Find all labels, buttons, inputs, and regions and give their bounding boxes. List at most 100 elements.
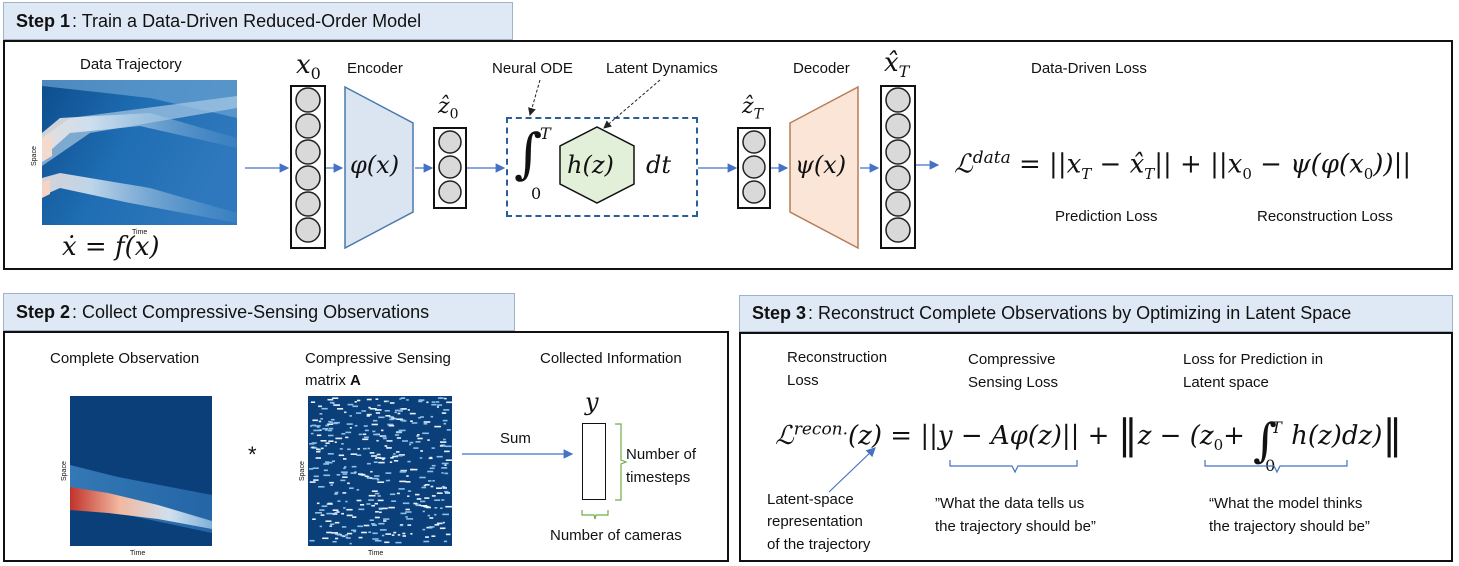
cs-matrix-cell: [343, 507, 346, 509]
cs-matrix-cell: [393, 531, 397, 534]
cs-matrix-cell: [327, 423, 334, 425]
step2-tab-bold: Step 2: [16, 301, 71, 322]
cs-matrix-cell: [329, 421, 333, 423]
cs-matrix-cell: [406, 518, 414, 520]
cs-matrix-cell: [443, 409, 450, 411]
cs-matrix-cell: [398, 429, 406, 432]
cs-matrix-cell: [409, 441, 414, 444]
cs-matrix-cell: [417, 437, 423, 440]
cs-matrix-cell: [320, 418, 323, 420]
heatmap1-axis-space: Space: [31, 146, 38, 166]
cs-matrix-cell: [354, 471, 357, 474]
y-vector: [582, 423, 606, 500]
cs-matrix-cell: [360, 504, 365, 506]
cs-matrix-cell: [323, 474, 331, 477]
cs-matrix-cell: [364, 475, 369, 478]
cs-matrix-cell: [385, 415, 391, 417]
cs-matrix-cell: [407, 524, 412, 526]
cs-matrix-cell: [378, 461, 385, 464]
cs-matrix-cell: [350, 453, 358, 455]
latent-dynamics-label: Latent Dynamics: [606, 60, 718, 77]
cs-matrix-cell: [318, 429, 322, 431]
cs-matrix-cell: [396, 454, 403, 457]
cs-matrix-cell: [425, 536, 429, 538]
cs-matrix-cell: [420, 500, 426, 503]
cs-matrix-cell: [369, 452, 375, 454]
cs-matrix-cell: [331, 422, 338, 425]
x0-subscript: 0: [310, 64, 321, 84]
cs-matrix-cell: [439, 445, 446, 447]
cs-matrix-cell: [312, 467, 319, 469]
cs-matrix-cell: [445, 505, 452, 508]
cs-matrix-cell: [374, 475, 380, 477]
cs-matrix-cell: [378, 508, 383, 510]
cs-matrix-cell: [351, 529, 357, 532]
cs-matrix-cell: [325, 520, 332, 522]
cs-matrix-cell: [322, 537, 329, 540]
cs-matrix-cell: [416, 498, 420, 500]
cs-matrix-cell: [316, 426, 320, 428]
cs-matrix-cell: [359, 473, 365, 476]
cs-matrix-cell: [392, 455, 398, 458]
cs-matrix-cell: [342, 476, 348, 478]
cs-matrix-cell: [327, 398, 334, 401]
cs-matrix-cell: [420, 416, 424, 418]
cs-matrix-cell: [427, 514, 430, 517]
step3-annotations: [828, 447, 1348, 493]
cs-matrix-cell: [357, 399, 361, 402]
cs-matrix-cell: [441, 485, 446, 488]
cs-matrix-cell: [318, 405, 322, 408]
cs-matrix-cell: [423, 540, 430, 543]
cs-matrix-cell: [422, 510, 425, 513]
cs-matrix-cell: [409, 443, 412, 446]
cs-matrix-cell: [366, 398, 372, 401]
cs-matrix-cell: [344, 466, 347, 468]
data-trajectory-label: Data Trajectory: [80, 56, 182, 73]
sensing-loss-label: Sensing Loss: [968, 374, 1059, 391]
cs-matrix-cell: [444, 397, 447, 400]
cs-matrix-cell: [431, 401, 436, 403]
cs-matrix-cell: [372, 538, 379, 540]
cs-matrix-cell: [431, 403, 437, 406]
cs-matrix-cell: [385, 400, 390, 403]
complete-observation-label: Complete Observation: [50, 350, 200, 367]
cs-matrix-cell: [434, 425, 441, 428]
cs-matrix-cell: [388, 506, 395, 509]
cs-matrix-cell: [375, 409, 382, 411]
prediction-loss-label: Prediction Loss: [1055, 208, 1158, 225]
cs-matrix-cell: [341, 443, 344, 445]
cs-matrix-cell: [407, 490, 412, 492]
cs-matrix-cell: [399, 398, 402, 400]
cs-matrix-cell: [366, 477, 373, 479]
cs-matrix-cell: [369, 519, 374, 521]
cs-matrix-cell: [389, 402, 395, 404]
cs-matrix-cell: [442, 419, 448, 422]
data-loss-equation: ℒdata = ||xT − x̂T|| + ||x0 − ψ(φ(x0))||: [954, 148, 1412, 183]
cs-matrix-cell: [313, 479, 319, 481]
cs-matrix-cell: [436, 522, 443, 525]
cs-matrix-cell: [346, 508, 353, 511]
cs-matrix-cell: [411, 422, 418, 424]
cs-matrix-cell: [344, 411, 347, 414]
cs-matrix-cell: [444, 472, 449, 475]
cs-matrix-cell: [418, 498, 422, 500]
cs-matrix-cell: [382, 507, 388, 510]
cs-matrix-cell: [355, 412, 362, 414]
cs-matrix-cell: [312, 518, 316, 520]
cs-matrix-cell: [316, 502, 320, 505]
cs-matrix-cell: [324, 444, 328, 447]
latent-rep-label-2: representation: [767, 513, 863, 530]
z0hat-label: ẑ0: [438, 94, 459, 122]
cs-matrix-cell: [368, 494, 376, 497]
cs-matrix-cell: [323, 469, 328, 472]
cs-matrix-cell: [415, 493, 420, 496]
xThat-label: x̂T: [884, 48, 909, 81]
cs-matrix-cell: [410, 533, 413, 535]
cs-matrix-cell: [352, 405, 358, 408]
cs-matrix-cell: [350, 472, 357, 474]
cs-matrix-cell: [431, 495, 436, 497]
cs-matrix-cell: [421, 486, 427, 489]
cs-matrix-cell: [445, 459, 453, 461]
xThat-symbol: x̂: [884, 48, 899, 78]
cs-matrix-cell: [345, 436, 349, 439]
